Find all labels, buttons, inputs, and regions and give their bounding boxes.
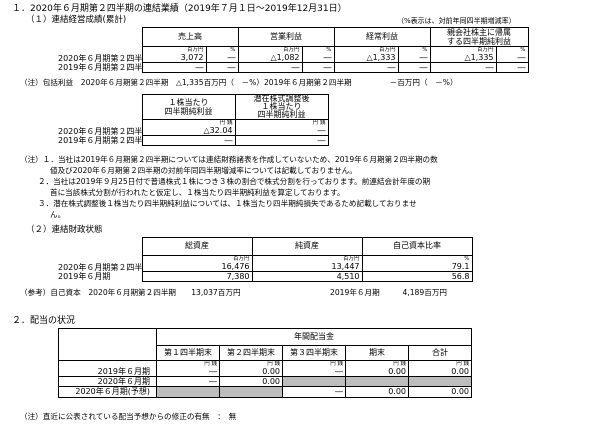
note-line: 首に当該株式分割が行われたと仮定し、１株当たり四半期純利益を算定しております。	[50, 188, 345, 197]
note-line: ３．潜在株式調整後１株当たり四半期純利益については、１株当たり四半期純損失である…	[38, 199, 417, 208]
note-line: （注）１．当社は2019年６月期第２四半期については連結財務諸表を作成していない…	[20, 155, 438, 164]
cell: ―	[205, 53, 239, 64]
results-subtitle: （１）連結経営成績(累計)	[26, 15, 127, 25]
position-subtitle: （２）連結財政状態	[26, 225, 103, 235]
header-net-assets: 純資産	[251, 237, 363, 256]
cell: ―	[397, 53, 431, 64]
cell: ―	[234, 135, 329, 147]
cell: ―	[301, 53, 335, 64]
header-annual-dividend: 年間配当金	[156, 328, 472, 346]
cell: ―	[237, 62, 303, 74]
unit: %	[495, 46, 529, 53]
cell: 7,380	[141, 271, 253, 283]
cell: ―	[156, 367, 220, 378]
equity-reference-current: （参考）自己資本 2020年６月期第２四半期 13,037百万円	[20, 288, 241, 297]
cell: ―	[495, 53, 529, 64]
cell: ―	[156, 376, 220, 388]
comprehensive-income-note: （注）包括利益 2020年６月期第２四半期 △1,335百万円（ －%）2019…	[20, 78, 458, 87]
unit: 円 銭	[234, 119, 329, 126]
cell: ―	[141, 135, 236, 147]
cell	[282, 376, 346, 388]
row-label: 2019年６月期第２四半期	[58, 63, 142, 73]
header-operating-profit: 営業利益	[237, 27, 335, 47]
cell	[156, 386, 220, 398]
header-q2: 第２四半期末	[219, 345, 283, 361]
equity-reference-prior: 2019年６月期 4,189百万円	[330, 288, 448, 297]
cell	[219, 386, 283, 398]
cell: 0.00	[408, 367, 472, 378]
cell: 16,476	[141, 262, 253, 273]
cell	[408, 376, 472, 388]
percent-note: （%表示は、対前年同四半期増減率）	[397, 17, 516, 25]
cell: ―	[282, 367, 346, 378]
row-label: 2020年６月期(予想)	[58, 386, 157, 398]
cell	[345, 376, 409, 388]
header-total-assets: 総資産	[141, 237, 253, 256]
header-q3: 第３四半期末	[282, 345, 346, 361]
header-q1: 第１四半期末	[156, 345, 220, 361]
cell: 4,510	[251, 271, 363, 283]
row-label: 2020年６月期第２四半期	[58, 53, 142, 63]
row-label: 2020年６月期第２四半期	[58, 126, 142, 136]
cell: 3,072	[141, 53, 207, 64]
row-label: 2019年６月期	[58, 359, 157, 378]
cell: ―	[141, 62, 207, 74]
results-table: 売上高 営業利益 経常利益 親会社株主に帰属 する四半期純利益 2020年６月期…	[58, 27, 529, 74]
header-equity-ratio: 自己資本比率	[361, 237, 473, 256]
note-line: ２．当社は2019年９月25日付で普通株式１株につき３株の割合で株式分割を行って…	[38, 177, 431, 186]
row-label: 2019年６月期	[58, 272, 111, 282]
cell: 13,447	[251, 262, 363, 273]
cell: 0.00	[345, 386, 409, 398]
header-net-profit: 親会社株主に帰属 する四半期純利益	[429, 27, 529, 47]
cell: ―	[234, 126, 329, 137]
cell: 79.1	[361, 262, 473, 273]
cell: △1,333	[333, 53, 399, 64]
unit: 円 銭	[408, 360, 472, 367]
note-line: 値及び2020年６月期第２四半期の対前年同四半期増減率については記載しておりませ…	[50, 166, 357, 175]
cell: △1,082	[237, 53, 303, 64]
cell: ―	[495, 62, 529, 74]
cell: 56.8	[361, 271, 473, 283]
cell: 0.00	[408, 386, 472, 398]
eps-table: １株当たり 四半期純利益 潜在株式調整後 １株当たり 四半期純利益 2020年６…	[58, 94, 329, 147]
cell: △32.04	[141, 126, 236, 137]
row-label: 2019年６月期第２四半期	[58, 136, 142, 146]
section2-title: ２．配当の状況	[12, 316, 76, 326]
cell: ―	[301, 62, 335, 74]
row-label: 2020年６月期第２四半期	[58, 262, 142, 272]
cell: 0.00	[219, 367, 283, 378]
header-total: 合計	[408, 345, 472, 361]
cell: ―	[429, 62, 497, 74]
cell: ―	[333, 62, 399, 74]
note-line: ん。	[50, 210, 66, 219]
cell: ―	[282, 386, 346, 398]
header-ordinary-profit: 経常利益	[333, 27, 431, 47]
cell: ―	[205, 62, 239, 74]
header-year-end: 期末	[345, 345, 409, 361]
header-eps: １株当たり 四半期純利益	[141, 94, 236, 120]
cell: 0.00	[345, 367, 409, 378]
dividend-table: 年間配当金 第１四半期末 第２四半期末 第３四半期末 期末 合計 2019年６月…	[58, 328, 472, 398]
section1-title: １．2020年６月期第２四半期の連結業績（2019年７月１日～2019年12月3…	[12, 4, 347, 14]
cell: ―	[397, 62, 431, 74]
cell: 0.00	[219, 376, 283, 388]
row-label: 2020年６月期	[58, 376, 157, 388]
unit: %	[361, 255, 473, 262]
header-sales: 売上高	[141, 27, 239, 47]
position-table: 総資産 純資産 自己資本比率 2020年６月期第２四半期 百万円 百万円 % 1…	[58, 237, 473, 283]
cell: △1,335	[429, 53, 497, 64]
header-diluted-eps: 潜在株式調整後 １株当たり 四半期純利益	[234, 94, 329, 120]
dividend-forecast-note: （注）直近に公表されている配当予想からの修正の有無 ： 無	[20, 412, 237, 421]
